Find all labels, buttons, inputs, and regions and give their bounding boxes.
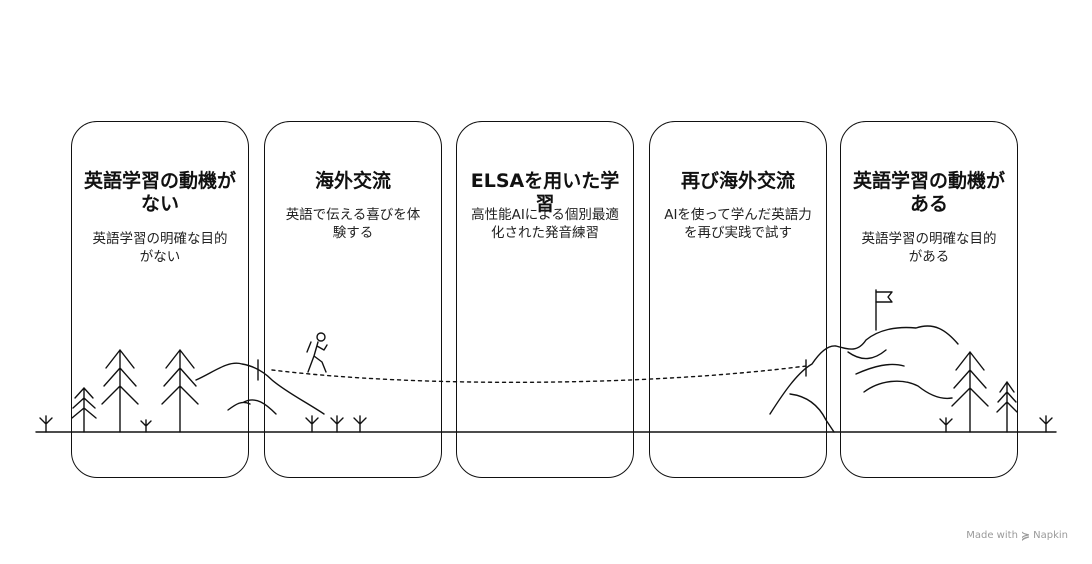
stage-description: 英語学習の明確な目的がない xyxy=(92,231,228,265)
stage-card-4: 再び海外交流 AIを使って学んだ英語力を再び実践で試す xyxy=(649,121,827,478)
stage-title: 英語学習の動機がない xyxy=(83,170,236,215)
stage-card-3: ELSAを用いた学習 高性能AIによる個別最適化された発音練習 xyxy=(456,121,634,478)
stage-card-1: 英語学習の動機がない 英語学習の明確な目的がない xyxy=(71,121,249,478)
stage-title: 英語学習の動機がある xyxy=(852,170,1005,215)
napkin-logo-icon: ≽ xyxy=(1020,529,1031,542)
stage-title: ELSAを用いた学習 xyxy=(470,170,620,215)
stage-title: 再び海外交流 xyxy=(680,170,795,192)
stage-description: 英語学習の明確な目的がある xyxy=(861,231,997,265)
stage-description: 英語で伝える喜びを体験する xyxy=(285,207,421,241)
stage-card-5: 英語学習の動機がある 英語学習の明確な目的がある xyxy=(840,121,1018,478)
brand-label: Napkin xyxy=(1033,530,1068,541)
stage-description: 高性能AIによる個別最適化された発音練習 xyxy=(471,207,619,241)
made-with-napkin: Made with ≽ Napkin xyxy=(966,529,1068,542)
stage-title: 海外交流 xyxy=(314,170,391,192)
made-with-label: Made with xyxy=(966,530,1018,541)
stage-description: AIを使って学んだ英語力を再び実践で試す xyxy=(664,207,812,241)
stage-card-2: 海外交流 英語で伝える喜びを体験する xyxy=(264,121,442,478)
